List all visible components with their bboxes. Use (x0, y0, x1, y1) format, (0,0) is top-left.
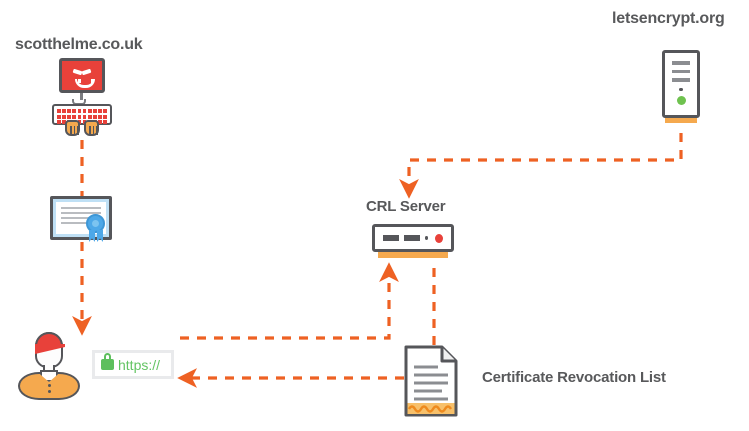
server-status-led-green (676, 96, 686, 105)
keyboard-row (57, 114, 108, 119)
person-button (48, 390, 51, 393)
document-signature-band (407, 403, 455, 414)
padlock-icon (101, 353, 114, 370)
tooth-right-icon (91, 79, 94, 83)
keyboard-row (57, 109, 108, 113)
server-bar (672, 78, 690, 82)
monitor-neck (80, 93, 83, 100)
server-dot (679, 87, 683, 91)
certificate-ribbon-right (97, 230, 103, 242)
server-chassis (372, 224, 454, 252)
label-ca-site: letsencrypt.org (612, 10, 725, 27)
hand-right-icon (84, 120, 99, 136)
arrow-ca-to-crl-server (399, 133, 683, 199)
hand-left-icon (65, 120, 80, 136)
server-bar (672, 69, 690, 73)
user-person-icon (18, 330, 80, 400)
document-fold-corner (440, 347, 456, 363)
server-status-led-red (435, 233, 443, 243)
server-dot (424, 236, 429, 240)
label-attacker-site: scotthelme.co.uk (15, 36, 143, 53)
monitor-screen (59, 58, 105, 93)
tower-base (665, 118, 697, 123)
server-base (378, 252, 448, 258)
crl-document-icon (404, 345, 458, 417)
server-bar (383, 235, 399, 241)
tower-chassis (662, 50, 700, 118)
certificate-icon (50, 196, 115, 244)
arrow-browser-to-crl-server (180, 262, 399, 340)
person-hair (35, 332, 63, 348)
person-neck (43, 365, 55, 374)
letsencrypt-server-icon (662, 50, 700, 128)
tooth-left-icon (78, 79, 81, 83)
document-text-lines (414, 365, 448, 401)
label-crl-server: CRL Server (366, 198, 446, 215)
hacker-computer-icon (52, 58, 112, 136)
address-bar-url: https:// (118, 356, 161, 373)
server-bar (672, 61, 690, 65)
certificate-seal-icon (86, 214, 105, 233)
label-certificate-revocation-list: Certificate Revocation List (482, 369, 666, 386)
crl-server-icon (372, 224, 454, 260)
keyboard-icon (52, 104, 112, 125)
certificate-ribbon-left (89, 230, 95, 242)
server-bar (403, 235, 420, 241)
person-button (48, 384, 51, 387)
evil-eye-right-icon (81, 68, 92, 76)
https-address-bar[interactable]: https:// (92, 350, 174, 379)
signature-squiggle (407, 405, 453, 413)
